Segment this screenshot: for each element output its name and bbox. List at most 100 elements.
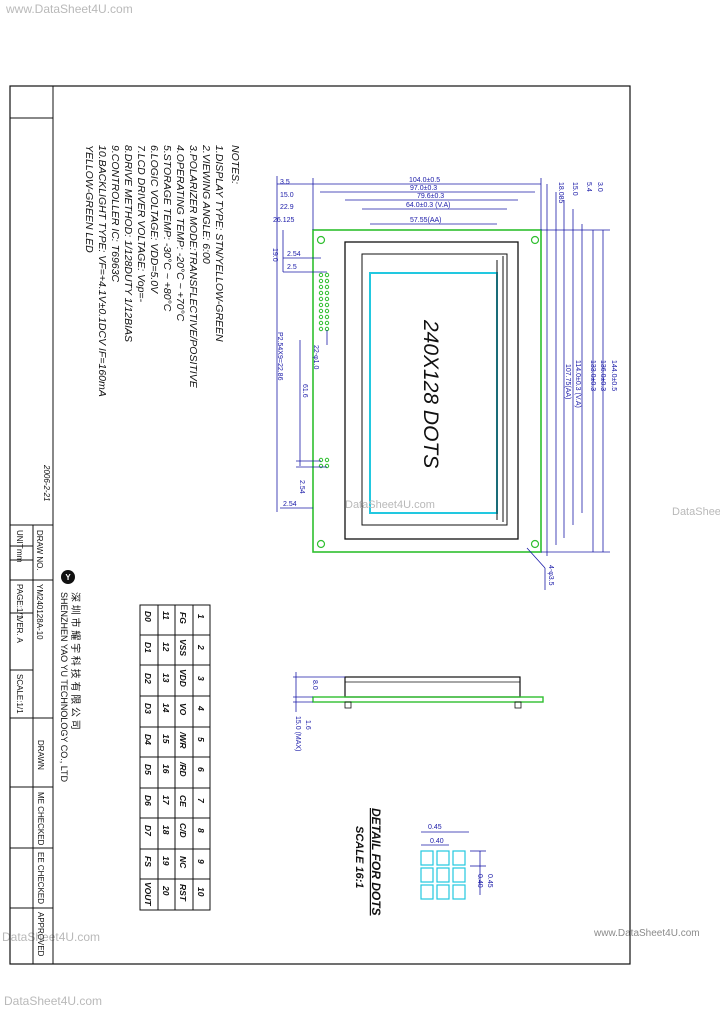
dim-3-5: 3.5 bbox=[280, 179, 290, 186]
note-line-9: 9.CONTROLLER IC: T6963C bbox=[109, 145, 121, 283]
pin-table-cell: D1 bbox=[143, 642, 153, 653]
notes-heading: NOTES: bbox=[229, 145, 241, 184]
pin-table-cell: 15 bbox=[161, 734, 171, 744]
pin-table-cell: 14 bbox=[161, 703, 171, 713]
pin-table-cell: 13 bbox=[161, 673, 171, 683]
pin-table: 1 2 3 4 5 6 7 8 9 10 FG VSS VDD VO /WR /… bbox=[143, 611, 206, 906]
detail-scale: SCALE 16:1 bbox=[353, 826, 365, 888]
dim-pin-diameter: 22-φ1.0 bbox=[312, 345, 319, 369]
dim-width-aa: 57.55(AA) bbox=[410, 217, 442, 224]
company-en: SHENZHEN YAO YU TECHNOLOGY CO., LTD bbox=[59, 592, 69, 783]
pin-table-cell: FG bbox=[178, 612, 188, 624]
dim-width-va: 64.0±0.3 (V.A) bbox=[406, 202, 450, 209]
dim-3-0: 3.0 bbox=[596, 182, 603, 192]
dim-18-085: 18.085 bbox=[557, 182, 564, 204]
note-line-11: YELLOW-GREEN LED bbox=[83, 145, 95, 253]
pin-table-cell: VDD bbox=[178, 669, 188, 687]
mount-hole bbox=[530, 539, 540, 549]
note-line-10: 10.BACKLIGHT TYPE: VF=+4.1V±0.1DCV IF=16… bbox=[96, 145, 108, 397]
dim-26-125: 26.125 bbox=[273, 217, 295, 224]
unit-label: UNIT bbox=[15, 530, 24, 549]
dim-pin-254-b: 2.54 bbox=[298, 480, 305, 494]
detail-dim-045-v: 0.45 bbox=[486, 874, 493, 888]
pin-table-cell: D5 bbox=[143, 764, 153, 775]
display-label: 240X128 DOTS bbox=[419, 319, 442, 468]
detail-dim-045-h: 0.45 bbox=[428, 824, 442, 831]
pin-table-cell: D4 bbox=[143, 734, 153, 745]
dim-pin-254: 2.54 bbox=[287, 251, 301, 258]
dim-width-pcb: 97.0±0.3 bbox=[410, 185, 437, 192]
detail-title: DETAIL FOR DOTS bbox=[369, 808, 383, 916]
dim-15-0-v: 15.0 bbox=[571, 182, 578, 196]
pin-table-cell: 18 bbox=[161, 825, 171, 835]
note-line-8: 8.DRIVE METHOD: 1/128DUTY 1/12BIAS bbox=[122, 145, 134, 342]
side-view bbox=[293, 672, 544, 712]
dim-pin-254-c: 2.54 bbox=[283, 501, 297, 508]
unit-value: mm bbox=[15, 549, 24, 563]
notes-block: NOTES: 1.DISPLAY TYPE: STN/YELLOW-GREEN … bbox=[83, 144, 241, 397]
pin-table-cell: RST bbox=[178, 884, 188, 902]
pin-table-cell: VSS bbox=[178, 639, 188, 656]
note-line-1: 1.DISPLAY TYPE: STN/YELLOW-GREEN bbox=[213, 145, 225, 342]
pin-table-cell: /RD bbox=[178, 761, 188, 777]
dim-side-8: 8.0 bbox=[311, 680, 318, 690]
company-cn: 深 圳 市 耀 宇 科 技 有 限 公 司 bbox=[69, 592, 82, 730]
page-number: PAGE:1/1 bbox=[15, 584, 24, 620]
draw-no-label: DRAW NO. bbox=[35, 530, 44, 571]
note-line-5: 5.STORAGE TEMP: -30°C ~ +80°C bbox=[161, 145, 173, 312]
detail-dim-040-v: 0.40 bbox=[476, 874, 483, 888]
pin-table-cell: 9 bbox=[196, 859, 206, 864]
pin-table-cell: 11 bbox=[161, 611, 171, 620]
pin-table-cell: VOUT bbox=[143, 882, 153, 906]
pin-table-cell: /WR bbox=[178, 731, 188, 749]
watermark-center: DataSheet4U.com bbox=[345, 499, 435, 511]
watermark-bottom-right: www.DataSheet4U.com bbox=[594, 928, 700, 939]
scale: SCALE:1/1 bbox=[15, 674, 24, 714]
pin-table-cell: 7 bbox=[196, 798, 206, 804]
pin-table-cell: 3 bbox=[196, 676, 206, 681]
pin-table-cell: 2 bbox=[196, 644, 206, 650]
pin-table-cell: 20 bbox=[161, 885, 171, 896]
dim-height-pcb: 136.0±0.3 bbox=[599, 360, 606, 391]
pin-table-cell: 19 bbox=[161, 856, 171, 866]
pin-table-cell: 5 bbox=[196, 737, 206, 742]
dim-pitch: P2.54X9=22.86 bbox=[276, 332, 283, 381]
pin-table-cell: 8 bbox=[196, 828, 206, 833]
pin-table-cell: FS bbox=[143, 856, 153, 867]
me-checked-label: ME CHECKED bbox=[36, 792, 45, 846]
company-logo-mark: Y bbox=[65, 573, 71, 582]
mount-hole bbox=[316, 235, 326, 245]
dim-width-total: 104.0±0.5 bbox=[409, 177, 440, 184]
pcb-outline bbox=[312, 229, 542, 553]
dim-side-15: 15.0 (MAX) bbox=[294, 716, 301, 751]
note-line-4: 4.OPERATING TEMP: -20°C ~ +70°C bbox=[174, 145, 186, 322]
pin-table-cell: 17 bbox=[161, 795, 171, 806]
pin-table-cell: 12 bbox=[161, 642, 171, 652]
ee-checked-label: EE CHECKED bbox=[36, 852, 45, 904]
pin-table-cell: 6 bbox=[196, 767, 206, 772]
dim-61-6: 61.6 bbox=[301, 384, 308, 398]
company-logo bbox=[61, 570, 75, 584]
approved-label: APPROVED bbox=[36, 912, 45, 957]
note-line-6: 6.LOGIC VOLTAGE: VDD=5.0V bbox=[148, 145, 160, 294]
dimension-lines bbox=[276, 176, 610, 590]
watermark-right: DataSheet bbox=[672, 506, 720, 518]
detail-dim-040-h: 0.40 bbox=[430, 838, 444, 845]
dim-side-1-6: 1.6 bbox=[304, 720, 311, 730]
draw-no: YM240128A-10 bbox=[35, 584, 44, 640]
dim-5-4: 5.4 bbox=[585, 182, 592, 192]
dot-grid bbox=[420, 850, 466, 900]
mount-hole bbox=[316, 539, 326, 549]
dim-pin-25: 2.5 bbox=[287, 264, 297, 271]
pin-table-cell: 4 bbox=[196, 705, 206, 711]
bezel-outline bbox=[344, 241, 519, 540]
pin-table-cell: CE bbox=[178, 795, 188, 807]
pin-table-cell: D7 bbox=[143, 825, 153, 837]
pin-table-cell: D6 bbox=[143, 795, 153, 806]
watermark-bottom-left: DataSheet4U.com bbox=[2, 930, 101, 944]
title-block bbox=[10, 86, 54, 964]
pin-table-cell: C/D bbox=[178, 823, 188, 838]
mount-hole bbox=[530, 235, 540, 245]
watermark-bottom: DataSheet4U.com bbox=[4, 994, 103, 1008]
